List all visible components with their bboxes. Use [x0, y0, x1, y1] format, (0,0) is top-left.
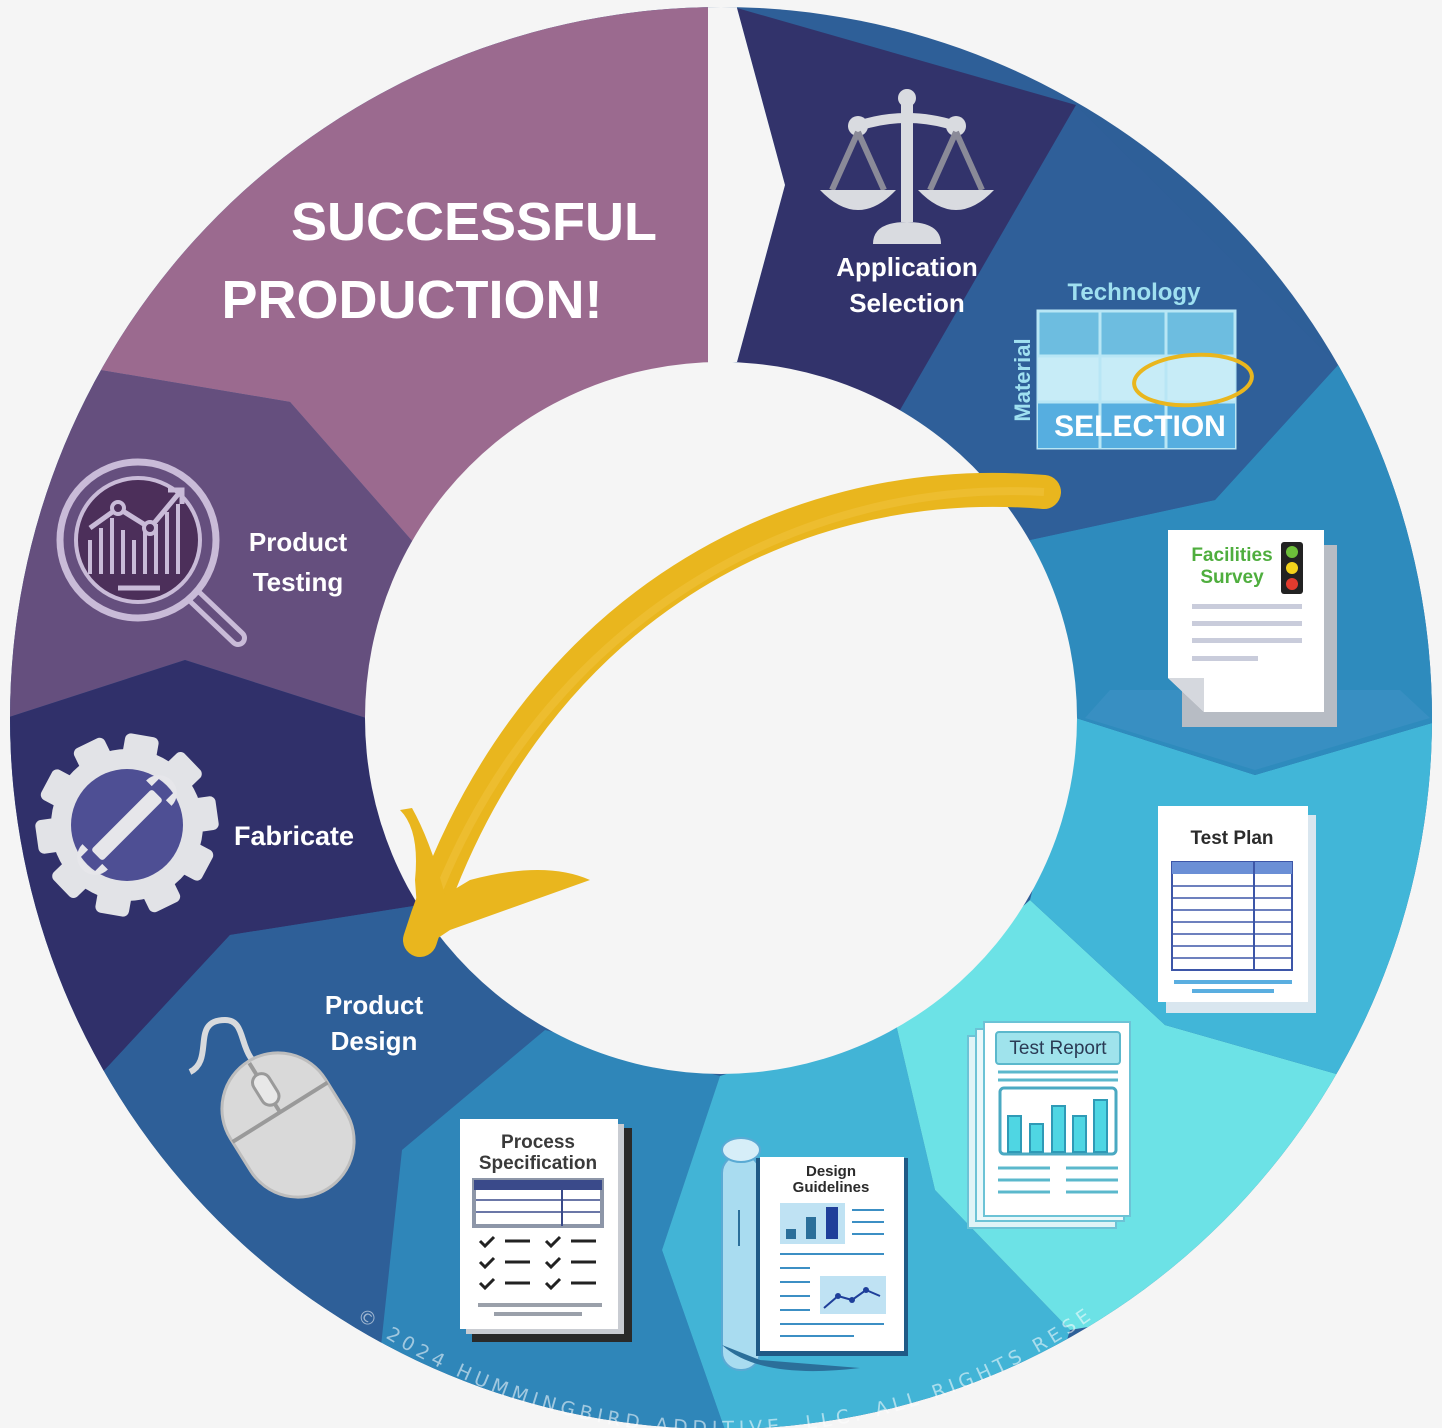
material-label: Material — [1010, 338, 1035, 421]
process-specification-document-icon — [460, 1119, 632, 1342]
product-design-label-2: Design — [331, 1026, 418, 1056]
selection-grid-icon — [1036, 309, 1254, 450]
magnifier-chart-icon — [56, 458, 247, 647]
fabricate-label: Fabricate — [234, 821, 354, 851]
technology-label: Technology — [1068, 279, 1202, 306]
curved-arrow-icon — [400, 472, 1061, 957]
facilities-survey-label-1: Facilities — [1191, 545, 1272, 566]
product-testing-label-1: Product — [249, 527, 348, 557]
facilities-survey-document-icon — [1168, 530, 1337, 727]
design-guidelines-label-1: Design — [806, 1163, 856, 1180]
product-testing-label-2: Testing — [253, 567, 344, 597]
title-line-1: SUCCESSFUL — [291, 192, 657, 252]
wheel-center — [365, 362, 1077, 1074]
process-specification-label-2: Specification — [479, 1153, 597, 1174]
gear-wrench-icon — [35, 733, 219, 917]
design-guidelines-label-2: Guidelines — [793, 1179, 870, 1196]
application-selection-label-2: Selection — [849, 288, 965, 318]
process-specification-label-1: Process — [501, 1132, 575, 1153]
design-guidelines-scroll-icon — [721, 1137, 908, 1372]
title-line-2: PRODUCTION! — [222, 270, 603, 330]
test-report-document-icon — [967, 1021, 1131, 1229]
product-design-label-1: Product — [325, 990, 424, 1020]
test-plan-label: Test Plan — [1190, 828, 1273, 849]
computer-mouse-icon — [188, 1016, 356, 1199]
application-selection-label-1: Application — [836, 252, 978, 282]
facilities-survey-label-2: Survey — [1200, 567, 1264, 588]
test-report-label: Test Report — [1009, 1038, 1107, 1059]
selection-label: SELECTION — [1054, 410, 1226, 443]
scales-icon — [820, 89, 994, 244]
test-plan-document-icon — [1158, 806, 1316, 1013]
